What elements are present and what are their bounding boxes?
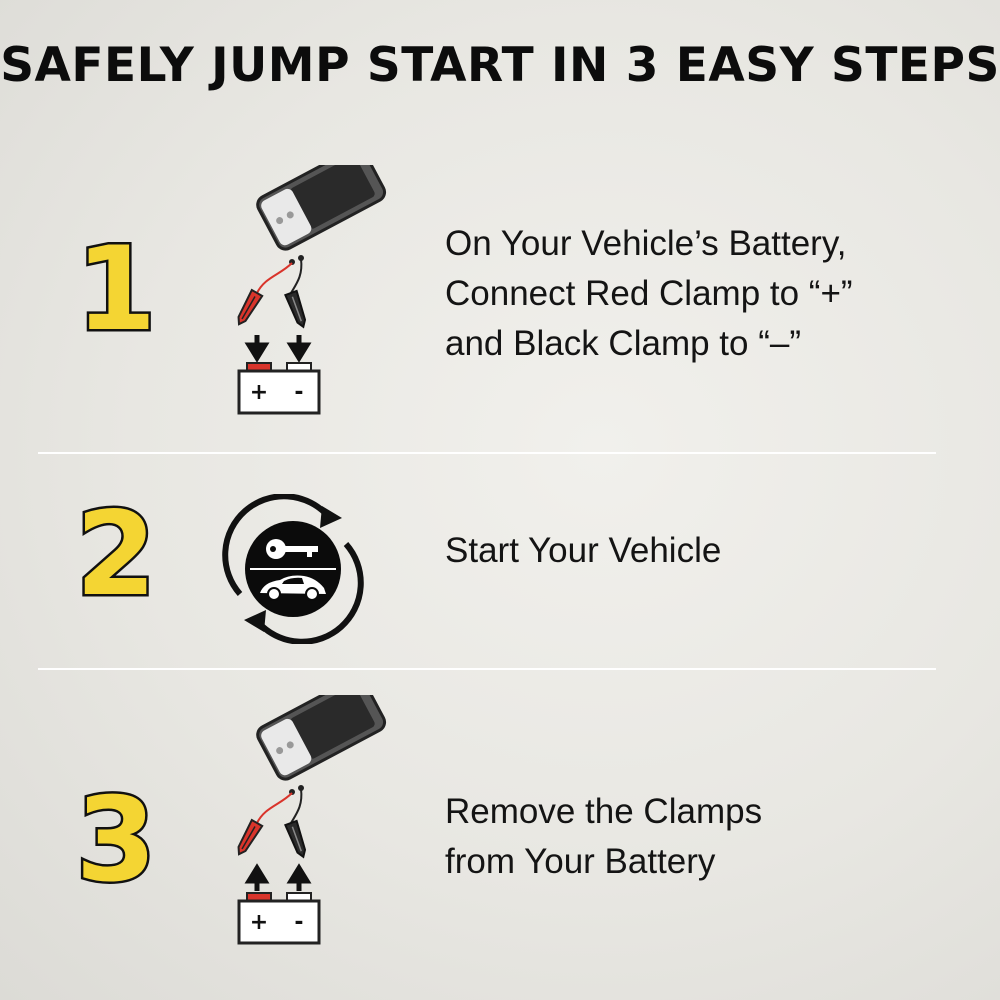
- step-3-description: Remove the Clamps from Your Battery: [445, 787, 762, 887]
- jump-starter-remove-icon: + -: [237, 695, 387, 945]
- start-vehicle-key-car-icon: [222, 494, 364, 644]
- step-number: 3: [73, 773, 159, 908]
- step-2-description: Start Your Vehicle: [445, 526, 721, 576]
- step-number: 1: [73, 222, 159, 357]
- battery-minus-label: -: [294, 380, 303, 405]
- step-line: On Your Vehicle’s Battery,: [445, 224, 847, 263]
- jump-starter-connect-icon: + -: [237, 165, 387, 415]
- step-line: Remove the Clamps: [445, 792, 763, 831]
- step-line: Connect Red Clamp to “+”: [445, 274, 853, 313]
- step-line: from Your Battery: [445, 842, 716, 881]
- divider: [38, 452, 936, 454]
- battery-plus-label: +: [250, 910, 268, 935]
- step-1-description: On Your Vehicle’s Battery, Connect Red C…: [445, 219, 853, 369]
- battery-minus-label: -: [294, 910, 303, 935]
- step-line: Start Your Vehicle: [445, 531, 722, 570]
- page-title: SAFELY JUMP START IN 3 EASY STEPS: [0, 38, 1000, 93]
- battery-plus-label: +: [250, 380, 268, 405]
- step-number: 2: [73, 487, 159, 622]
- step-line: and Black Clamp to “–”: [445, 324, 801, 363]
- divider: [38, 668, 936, 670]
